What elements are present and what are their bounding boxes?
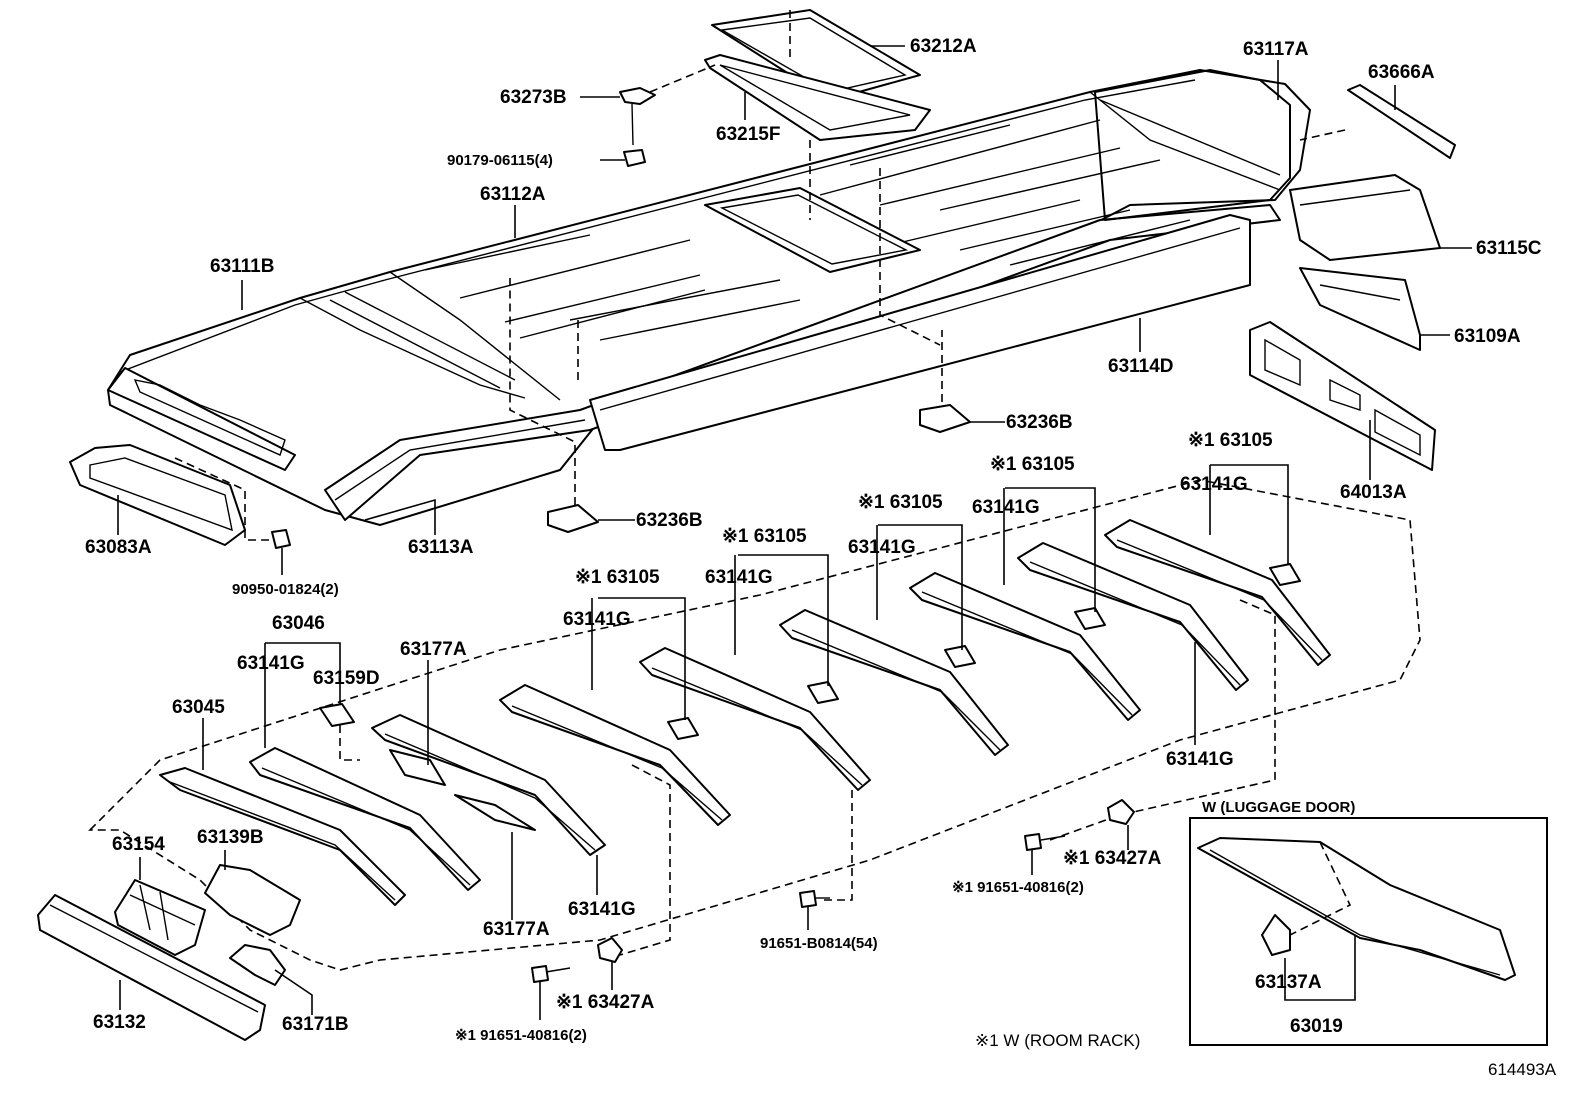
label-63141g-8: 63141G: [1180, 474, 1248, 495]
label-63141g-2: 63141G: [568, 899, 636, 920]
label-63666a: 63666A: [1368, 62, 1435, 83]
label-63139b: 63139B: [197, 827, 264, 848]
back-panel-64013a: [1249, 321, 1436, 471]
label-63137a: 63137A: [1255, 972, 1322, 993]
label-63132: 63132: [93, 1012, 146, 1033]
front-reinforcements: [37, 864, 301, 1041]
label-63171b: 63171B: [282, 1014, 349, 1035]
label-63427a-upper: ※1 63427A: [1063, 848, 1162, 869]
label-64013a: 64013A: [1340, 482, 1407, 503]
sunroof-glass: [704, 9, 931, 220]
label-63114d: 63114D: [1108, 356, 1174, 377]
label-63117a: 63117A: [1243, 39, 1309, 60]
bolt-91651-b0814: [799, 890, 830, 908]
luggage-door-inset: W (LUGGAGE DOOR): [1189, 799, 1548, 1046]
label-63427a-lower: ※1 63427A: [556, 992, 655, 1013]
label-63159d: 63159D: [313, 668, 380, 689]
rear-trim-63666a: [1299, 84, 1456, 159]
label-63212a: 63212A: [910, 36, 977, 57]
label-63112a: 63112A: [480, 184, 546, 205]
clip-63427a-lower: [531, 937, 623, 983]
bracket-63236b-lower: [509, 278, 599, 533]
roof-panel-assembly: [107, 69, 1441, 526]
label-63141g-7: 63141G: [972, 497, 1040, 518]
footnote: ※1 W (ROOM RACK): [975, 1031, 1140, 1050]
label-63109a: 63109A: [1454, 326, 1521, 347]
label-91651-40816-lower: ※1 91651-40816(2): [455, 1027, 587, 1044]
label-63019: 63019: [1290, 1016, 1343, 1037]
label-90179-06115: 90179-06115(4): [447, 152, 553, 169]
label-63141g-5: 63141G: [705, 567, 773, 588]
label-91651-b0814: 91651-B0814(54): [760, 935, 878, 952]
label-63105-5: ※1 63105: [1188, 430, 1273, 451]
label-63236b-upper: 63236B: [1006, 412, 1073, 433]
fastener-dashes: [339, 599, 1276, 956]
clip-63273b: [619, 64, 716, 167]
label-63045: 63045: [172, 697, 225, 718]
label-63273b: 63273B: [500, 87, 567, 108]
label-63105-1: ※1 63105: [575, 567, 660, 588]
label-63141g-3: 63141G: [1166, 749, 1234, 770]
label-63105-2: ※1 63105: [722, 526, 807, 547]
label-90950-01824: 90950-01824(2): [232, 581, 339, 598]
label-63105-4: ※1 63105: [990, 454, 1075, 475]
label-63141g-6: 63141G: [848, 537, 916, 558]
roof-bows: [159, 519, 1331, 906]
part-labels: 63212A 63273B 63215F 90179-06115(4) 6311…: [85, 36, 1542, 1044]
label-91651-40816-upper: ※1 91651-40816(2): [952, 879, 1084, 896]
label-63236b-lower: 63236B: [636, 510, 703, 531]
label-63141g-1: 63141G: [237, 653, 305, 674]
front-gasket-63083a: [69, 444, 291, 549]
label-63046: 63046: [272, 613, 325, 634]
drawing-number: 614493A: [1488, 1060, 1557, 1079]
label-63083a: 63083A: [85, 537, 152, 558]
label-63177a-1: 63177A: [400, 639, 467, 660]
label-63177a-2: 63177A: [483, 919, 550, 940]
label-63215f: 63215F: [716, 124, 780, 145]
inset-title: W (LUGGAGE DOOR): [1202, 799, 1355, 816]
bracket-63236b-upper: [879, 168, 971, 433]
bow-brackets: [319, 563, 1301, 831]
leader-lines: [117, 45, 1472, 1020]
label-63105-3: ※1 63105: [858, 492, 943, 513]
label-63154: 63154: [112, 834, 165, 855]
label-63115c: 63115C: [1476, 238, 1542, 259]
label-63113a: 63113A: [408, 537, 474, 558]
label-63141g-4: 63141G: [563, 609, 631, 630]
label-63111b: 63111B: [210, 256, 274, 277]
clip-63427a-upper: [1024, 799, 1135, 851]
rail-63109a: [1299, 267, 1421, 351]
